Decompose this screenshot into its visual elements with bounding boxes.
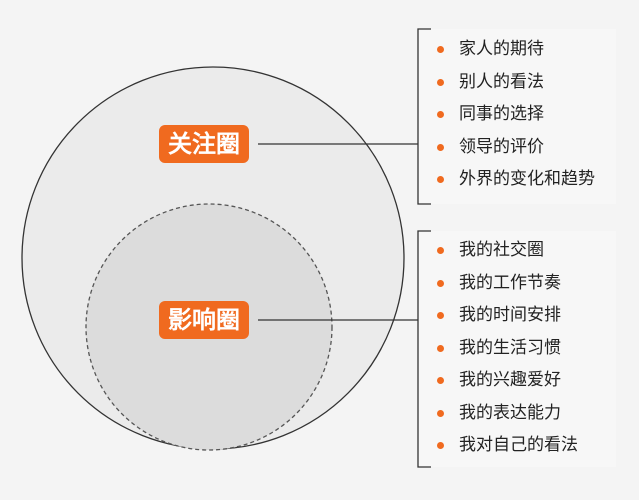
list-item: 我的生活习惯 [437, 332, 578, 365]
concern-bracket [417, 28, 431, 205]
bullet-dot-icon [437, 377, 444, 384]
influence-list: 我的社交圈 我的工作节奏 我的时间安排 我的生活习惯 我的兴趣爱好 我的表达能力… [437, 234, 578, 462]
bullet-dot-icon [437, 312, 444, 319]
list-item: 同事的选择 [437, 98, 595, 131]
bullet-dot-icon [437, 344, 444, 352]
list-item: 我的兴趣爱好 [437, 364, 578, 397]
bullet-dot-icon [437, 143, 444, 151]
list-item: 我的社交圈 [437, 234, 578, 267]
list-item: 外界的变化和趋势 [437, 163, 595, 196]
bullet-dot-icon [437, 111, 444, 118]
bullet-dot-icon [437, 247, 444, 254]
bullet-dot-icon [437, 409, 444, 417]
list-item: 我的时间安排 [437, 299, 578, 332]
influence-list-panel [418, 231, 616, 467]
list-item: 我的工作节奏 [437, 267, 578, 300]
list-item: 领导的评价 [437, 131, 595, 164]
influence-circle-label: 影响圈 [159, 301, 249, 339]
bullet-dot-icon [437, 46, 444, 53]
bullet-dot-icon [437, 176, 444, 183]
concern-list-panel [418, 29, 616, 204]
bullet-dot-icon [437, 279, 444, 287]
bullet-dot-icon [437, 78, 444, 86]
bullet-dot-icon [437, 442, 444, 449]
influence-bracket [417, 230, 431, 468]
list-item: 我对自己的看法 [437, 429, 578, 462]
list-item: 别人的看法 [437, 66, 595, 99]
concern-list: 家人的期待 别人的看法 同事的选择 领导的评价 外界的变化和趋势 [437, 33, 595, 196]
list-item: 我的表达能力 [437, 397, 578, 430]
concern-circle-label: 关注圈 [159, 125, 249, 163]
list-item: 家人的期待 [437, 33, 595, 66]
